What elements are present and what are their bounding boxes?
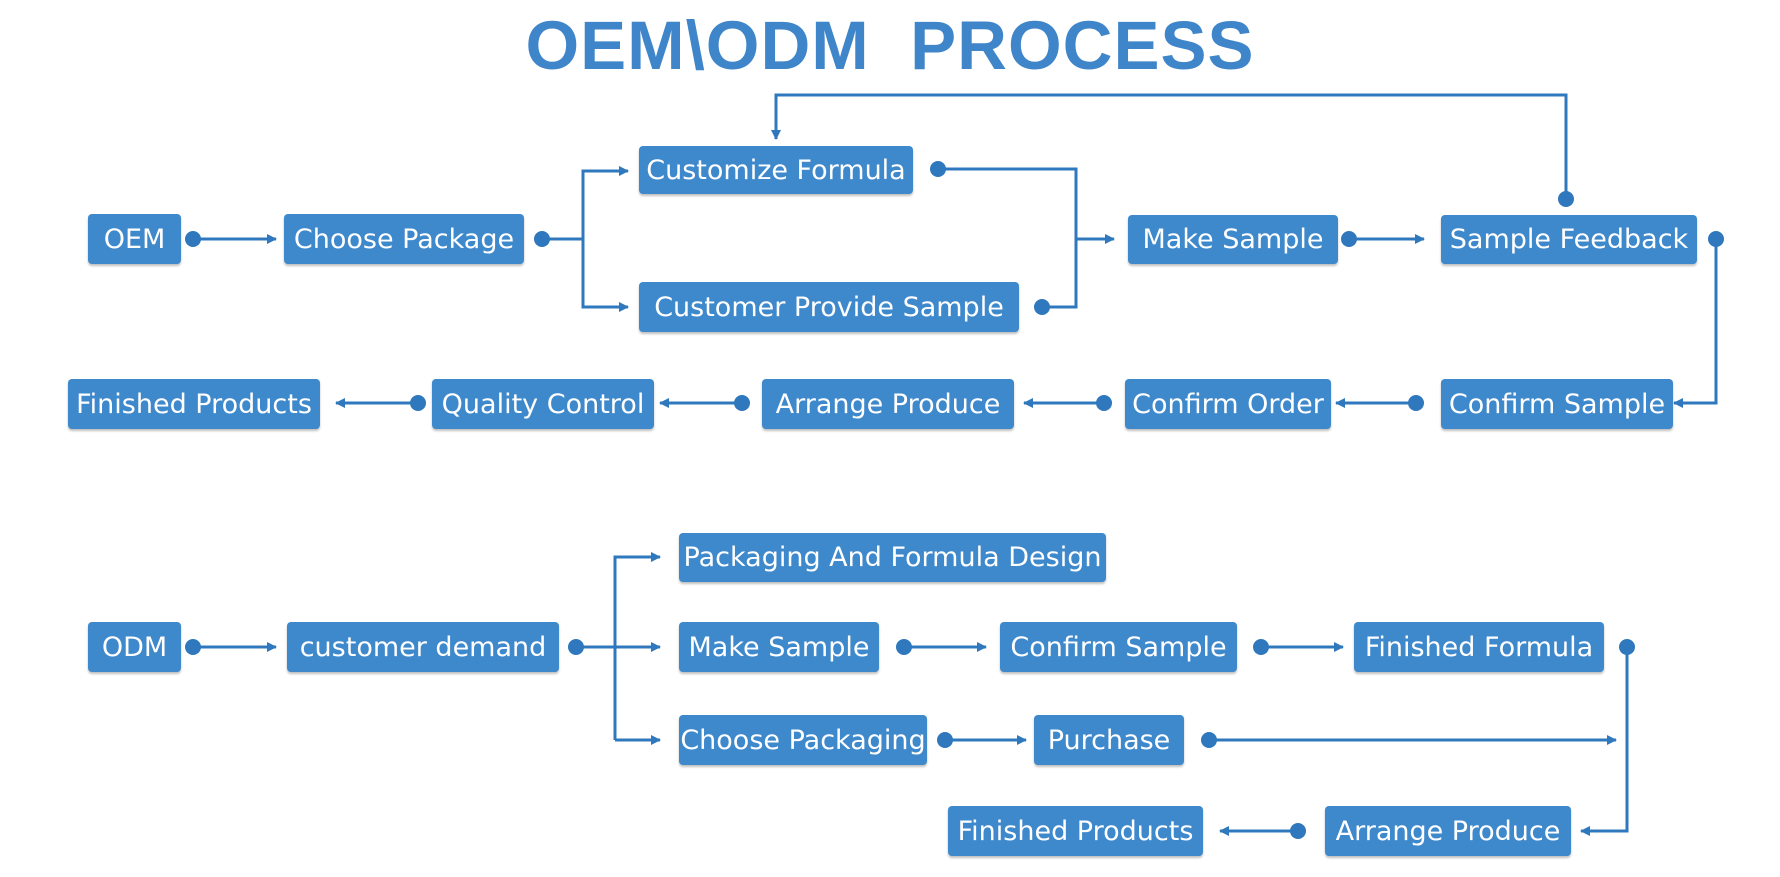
node-quality-control[interactable]: Quality Control [432,379,654,429]
diagram-title: OEM\ODM PROCESS [525,7,1255,84]
connector-finished-formula-to-arrange [1580,647,1629,836]
node-confirm-sample[interactable]: Confirm Sample [1441,379,1673,429]
node-finished-formula[interactable]: Finished Formula [1354,622,1604,672]
node-arrange-produce[interactable]: Arrange Produce [762,379,1014,429]
node-customize-formula[interactable]: Customize Formula [639,146,913,194]
connector-feedback-loop [771,93,1568,199]
node-purchase[interactable]: Purchase [1034,715,1184,765]
node-customer-demand[interactable]: customer demand [287,622,559,672]
node-make-sample-odm[interactable]: Make Sample [679,622,879,672]
connector-choose-package-branch [542,166,629,241]
node-choose-packaging[interactable]: Choose Packaging [679,715,927,765]
connector-dots [185,161,1724,839]
node-finished-products[interactable]: Finished Products [68,379,320,429]
node-finished-products-odm[interactable]: Finished Products [948,806,1203,856]
node-choose-package[interactable]: Choose Package [284,214,524,264]
node-confirm-order[interactable]: Confirm Order [1125,379,1331,429]
connector-lines [193,93,1718,836]
connector-demand-branch-upper [613,552,661,740]
node-make-sample[interactable]: Make Sample [1128,215,1338,264]
node-sample-feedback[interactable]: Sample Feedback [1441,215,1697,264]
node-odm[interactable]: ODM [88,622,181,672]
node-customer-provide-sample[interactable]: Customer Provide Sample [639,282,1019,332]
node-packaging-formula-design[interactable]: Packaging And Formula Design [679,533,1106,582]
connector-feedback-to-confirm-sample [1673,239,1718,408]
node-arrange-produce-odm[interactable]: Arrange Produce [1325,806,1571,856]
node-oem[interactable]: OEM [88,214,181,264]
node-confirm-sample-odm[interactable]: Confirm Sample [1000,622,1237,672]
connector-choose-package-branch-lower [581,239,629,312]
